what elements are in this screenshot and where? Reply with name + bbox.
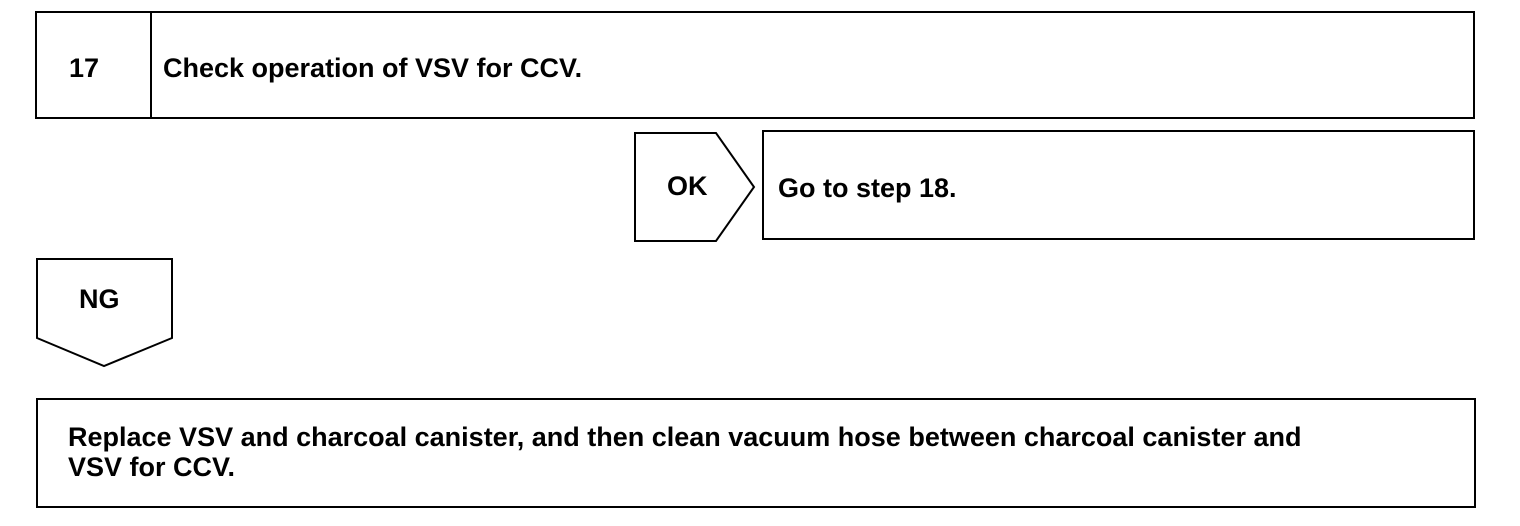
- ng-label: NG: [79, 284, 120, 314]
- step-number: 17: [69, 53, 100, 83]
- ng-result-box: Replace VSV and charcoal canister, and t…: [36, 398, 1476, 508]
- step-header-box: 17 Check operation of VSV for CCV.: [35, 11, 1475, 119]
- step-number-divider: [150, 13, 152, 117]
- ok-result-box: Go to step 18.: [762, 130, 1475, 240]
- ok-label: OK: [667, 171, 708, 201]
- ng-arrow-shape: [36, 258, 173, 368]
- ok-arrow-shape: [634, 132, 756, 242]
- step-title: Check operation of VSV for CCV.: [163, 53, 583, 83]
- ng-result-text: Replace VSV and charcoal canister, and t…: [68, 422, 1468, 482]
- ng-result-line-1: Replace VSV and charcoal canister, and t…: [68, 422, 1302, 452]
- ok-result-text: Go to step 18.: [778, 173, 957, 203]
- ng-result-line-2: VSV for CCV.: [68, 452, 236, 482]
